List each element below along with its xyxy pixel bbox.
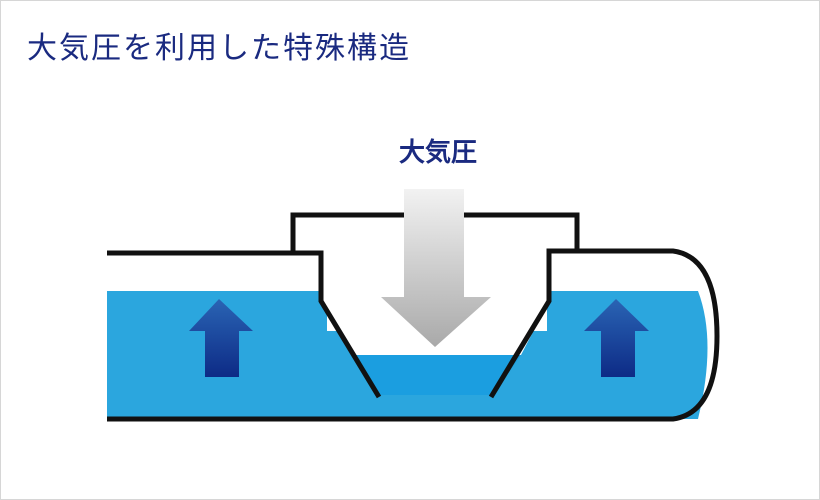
chamber-right-wall — [488, 248, 577, 399]
pipe-outline — [107, 212, 720, 422]
chamber-left-wall — [293, 250, 382, 399]
water-pressure-up-arrow-icon — [189, 299, 253, 377]
page-title: 大気圧を利用した特殊構造 — [27, 31, 411, 66]
water-inside-chamber — [356, 355, 521, 395]
atmospheric-pressure-label: 大気圧 — [399, 137, 477, 168]
water-pressure-up-arrow-icon — [584, 299, 649, 377]
pipe-air-left — [107, 255, 297, 291]
atmospheric-pressure-down-arrow-icon — [381, 189, 491, 347]
